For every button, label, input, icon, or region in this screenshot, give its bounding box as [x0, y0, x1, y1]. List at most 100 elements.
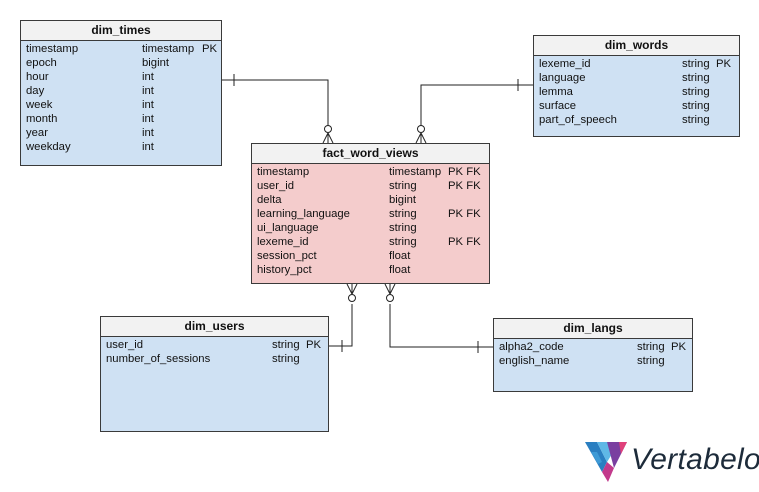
column-type: string — [272, 339, 300, 351]
rel-dim-words-zero-mark — [417, 125, 425, 133]
table-dim-times[interactable]: dim_times timestamp timestamp PK epoch bigin… — [20, 20, 222, 166]
column-type: string — [682, 114, 710, 126]
column-name: user_id — [257, 180, 295, 192]
column-type: bigint — [389, 194, 417, 206]
column-type: int — [142, 85, 154, 97]
column-name: history_pct — [257, 264, 312, 276]
column-type: float — [389, 264, 411, 276]
column-row[interactable]: history_pct float — [252, 263, 489, 277]
column-row[interactable]: english_name string — [494, 354, 692, 368]
column-type: string — [682, 86, 710, 98]
rel-dim-users-line — [329, 304, 353, 347]
column-row[interactable]: lemma string — [534, 85, 739, 99]
rel-dim-langs-line — [389, 304, 493, 348]
column-type: string — [682, 58, 710, 70]
column-name: language — [539, 72, 586, 84]
table-title: fact_word_views — [252, 144, 489, 164]
column-name: month — [26, 113, 58, 125]
column-type: timestamp — [389, 166, 442, 178]
column-keys: PK — [671, 341, 687, 353]
column-row[interactable]: session_pct float — [252, 249, 489, 263]
column-type: float — [389, 250, 411, 262]
column-row[interactable]: learning_language string PK FK — [252, 207, 489, 221]
column-type: int — [142, 71, 154, 83]
vertabelo-logo: Vertabelo — [583, 438, 759, 484]
column-type: string — [389, 222, 417, 234]
column-keys: PK FK — [448, 208, 481, 220]
column-row[interactable]: language string — [534, 71, 739, 85]
column-name: english_name — [499, 355, 570, 367]
column-row[interactable]: hour int — [21, 70, 221, 84]
column-type: string — [682, 72, 710, 84]
column-name: weekday — [26, 141, 71, 153]
column-name: lexeme_id — [539, 58, 591, 70]
column-type: int — [142, 141, 154, 153]
column-name: lexeme_id — [257, 236, 309, 248]
column-row[interactable]: weekday int — [21, 140, 221, 154]
rel-dim-times-crowfoot-right — [327, 132, 334, 144]
column-keys: PK — [306, 339, 322, 351]
column-type: timestamp — [142, 43, 195, 55]
rel-dim-users-crowfoot-right — [351, 283, 358, 295]
column-name: lemma — [539, 86, 573, 98]
column-type: string — [389, 180, 417, 192]
column-type: bigint — [142, 57, 170, 69]
column-keys: PK — [202, 43, 218, 55]
column-row[interactable]: delta bigint — [252, 193, 489, 207]
table-title: dim_times — [21, 21, 221, 41]
column-name: year — [26, 127, 48, 139]
column-name: timestamp — [26, 43, 79, 55]
table-title: dim_words — [534, 36, 739, 56]
rel-dim-langs-crowfoot-left — [384, 283, 391, 295]
column-name: surface — [539, 100, 577, 112]
column-row[interactable]: week int — [21, 98, 221, 112]
column-keys: PK — [716, 58, 732, 70]
column-name: part_of_speech — [539, 114, 617, 126]
column-type: string — [389, 208, 417, 220]
rel-dim-times-zero-mark — [324, 125, 332, 133]
column-row[interactable]: lexeme_id string PK — [534, 57, 739, 71]
column-name: epoch — [26, 57, 57, 69]
column-name: session_pct — [257, 250, 317, 262]
column-name: week — [26, 99, 53, 111]
table-title: dim_users — [101, 317, 328, 337]
column-row[interactable]: part_of_speech string — [534, 113, 739, 127]
column-row[interactable]: epoch bigint — [21, 56, 221, 70]
vertabelo-logo-icon — [585, 442, 627, 482]
column-row[interactable]: year int — [21, 126, 221, 140]
column-type: string — [389, 236, 417, 248]
rel-dim-words-crowfoot-left — [415, 132, 422, 144]
rel-dim-users-zero-mark — [348, 294, 356, 302]
column-row[interactable]: surface string — [534, 99, 739, 113]
column-row[interactable]: timestamp timestamp PK — [21, 42, 221, 56]
column-name: hour — [26, 71, 49, 83]
rel-dim-times-crowfoot-left — [322, 132, 329, 144]
column-name: learning_language — [257, 208, 350, 220]
column-type: int — [142, 127, 154, 139]
column-type: string — [272, 353, 300, 365]
column-type: string — [637, 355, 665, 367]
column-name: delta — [257, 194, 282, 206]
vertabelo-wordmark: Vertabelo — [631, 443, 759, 476]
column-type: string — [682, 100, 710, 112]
column-type: int — [142, 99, 154, 111]
column-type: string — [637, 341, 665, 353]
